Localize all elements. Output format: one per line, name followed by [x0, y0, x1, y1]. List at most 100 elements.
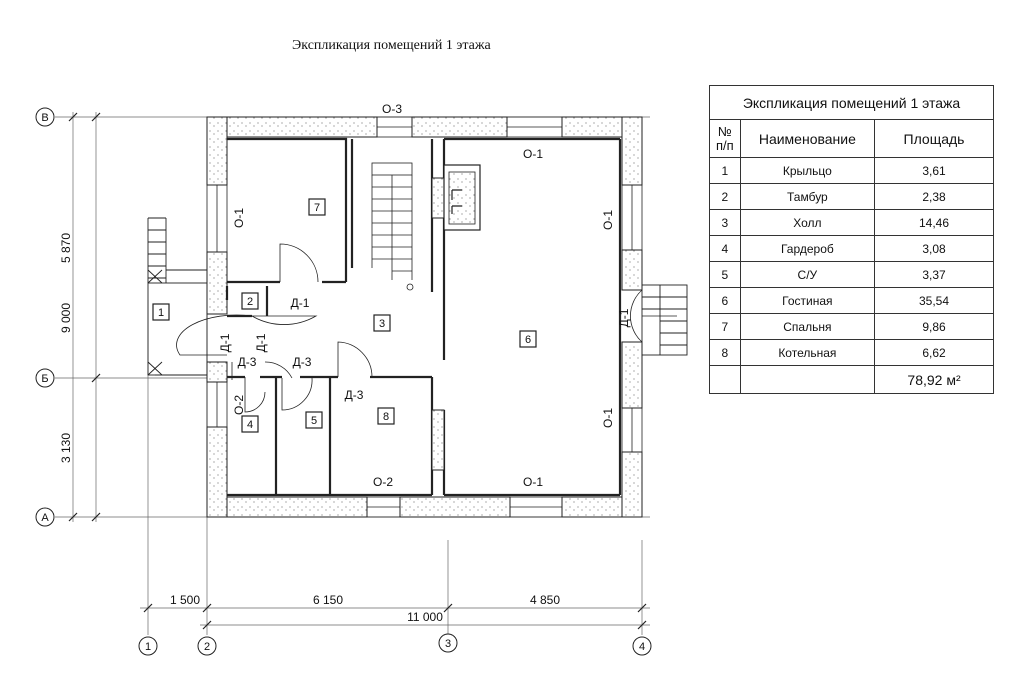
cell-name: Гардероб — [739, 235, 876, 262]
label-o2-left: О-2 — [232, 395, 246, 415]
svg-text:1: 1 — [145, 641, 151, 653]
label-d3-a: Д-3 — [238, 355, 257, 369]
room-number-5: 5 — [305, 411, 323, 429]
windows — [206, 116, 643, 518]
svg-text:4: 4 — [247, 419, 253, 431]
cell-number: 7 — [709, 313, 741, 340]
door-swings — [176, 243, 677, 413]
exterior-walls — [206, 116, 643, 518]
porch-left — [147, 217, 208, 376]
axis-bubble-2: 2 — [197, 636, 217, 656]
axis-bubble-1: 1 — [138, 636, 158, 656]
table-row: 7 Спальня 9,86 — [709, 313, 994, 340]
cell-number: 6 — [709, 287, 741, 314]
cell-number: 3 — [709, 209, 741, 236]
cell-area: 14,46 — [874, 209, 994, 236]
dim-1500: 1 500 — [170, 593, 200, 607]
svg-text:2: 2 — [204, 641, 210, 653]
cell-area: 6,62 — [874, 339, 994, 366]
cell-area: 9,86 — [874, 313, 994, 340]
cell-number: 1 — [709, 157, 741, 184]
table-row: 8 Котельная 6,62 — [709, 339, 994, 366]
label-o2-bottom: О-2 — [373, 475, 393, 489]
label-o1-left: О-1 — [232, 208, 246, 228]
cell-area: 3,61 — [874, 157, 994, 184]
label-d1: Д-1 — [291, 296, 310, 310]
table-row: 1 Крыльцо 3,61 — [709, 157, 994, 184]
staircase — [371, 162, 414, 291]
cell-name: Крыльцо — [739, 157, 876, 184]
cell-name: Холл — [739, 209, 876, 236]
svg-text:2: 2 — [247, 296, 253, 308]
dim-11000: 11 000 — [407, 610, 443, 624]
dim-3130: 3 130 — [59, 433, 73, 463]
label-o1-right-bottom: О-1 — [601, 408, 615, 428]
table-row: 3 Холл 14,46 — [709, 209, 994, 236]
svg-text:А: А — [41, 512, 49, 524]
cell-name: Котельная — [739, 339, 876, 366]
header-number-abbr: п/п — [716, 137, 734, 153]
plan-title: Экспликация помещений 1 этажа — [292, 38, 491, 53]
svg-text:В: В — [41, 112, 48, 124]
table-row: 6 Гостиная 35,54 — [709, 287, 994, 314]
dim-4850: 4 850 — [530, 593, 560, 607]
header-area: Площадь — [874, 119, 994, 158]
header-number: № п/п — [709, 119, 741, 158]
label-o1-right-top: О-1 — [601, 210, 615, 230]
total-empty-number — [709, 365, 741, 394]
room-number-8: 8 — [377, 407, 395, 425]
label-d1-vertical-b: Д-1 — [254, 333, 268, 352]
total-row: 78,92 м² — [709, 365, 994, 394]
dimension-ticks — [68, 112, 647, 630]
room-number-4: 4 — [241, 415, 259, 433]
label-o1-top: О-1 — [523, 147, 543, 161]
cell-number: 8 — [709, 339, 741, 366]
porch-right — [641, 284, 688, 356]
label-d3-b: Д-3 — [293, 355, 312, 369]
cell-name: Гостиная — [739, 287, 876, 314]
cell-name: С/У — [739, 261, 876, 288]
svg-text:3: 3 — [445, 638, 451, 650]
dim-9000: 9 000 — [59, 303, 73, 333]
room-number-3: 3 — [373, 314, 391, 332]
svg-text:4: 4 — [639, 641, 645, 653]
label-o3: О-3 — [382, 102, 402, 116]
cell-name: Спальня — [739, 313, 876, 340]
header-number-symbol: № — [717, 123, 732, 139]
cell-number: 5 — [709, 261, 741, 288]
total-area: 78,92 м² — [874, 365, 994, 394]
chimney — [431, 164, 481, 471]
cell-number: 2 — [709, 183, 741, 210]
cell-area: 35,54 — [874, 287, 994, 314]
room-number-7: 7 — [308, 198, 326, 216]
label-o1-bottom: О-1 — [523, 475, 543, 489]
cell-area: 3,37 — [874, 261, 994, 288]
svg-text:3: 3 — [379, 318, 385, 330]
axis-bubble-4: 4 — [632, 636, 652, 656]
label-d1-vertical-a: Д-1 — [218, 333, 232, 352]
room-number-1: 1 — [152, 303, 170, 321]
axis-bubble-a: А — [35, 507, 55, 527]
table-row: 5 С/У 3,37 — [709, 261, 994, 288]
table-row: 4 Гардероб 3,08 — [709, 235, 994, 262]
room-number-6: 6 — [519, 330, 537, 348]
axis-bubble-b: Б — [35, 368, 55, 388]
svg-text:6: 6 — [525, 334, 531, 346]
svg-text:5: 5 — [311, 415, 317, 427]
total-empty-name — [739, 365, 876, 394]
dim-5870: 5 870 — [59, 233, 73, 263]
svg-text:8: 8 — [383, 411, 389, 423]
axis-bubble-3: 3 — [438, 633, 458, 653]
svg-text:Б: Б — [41, 373, 48, 385]
dim-6150: 6 150 — [313, 593, 343, 607]
axis-bubble-v: В — [35, 107, 55, 127]
svg-text:1: 1 — [158, 307, 164, 319]
table-caption: Экспликация помещений 1 этажа — [709, 85, 994, 120]
cell-area: 3,08 — [874, 235, 994, 262]
label-d3-c: Д-3 — [345, 388, 364, 402]
cell-name: Тамбур — [739, 183, 876, 210]
cell-area: 2,38 — [874, 183, 994, 210]
header-name: Наименование — [739, 119, 876, 158]
room-number-2: 2 — [241, 292, 259, 310]
